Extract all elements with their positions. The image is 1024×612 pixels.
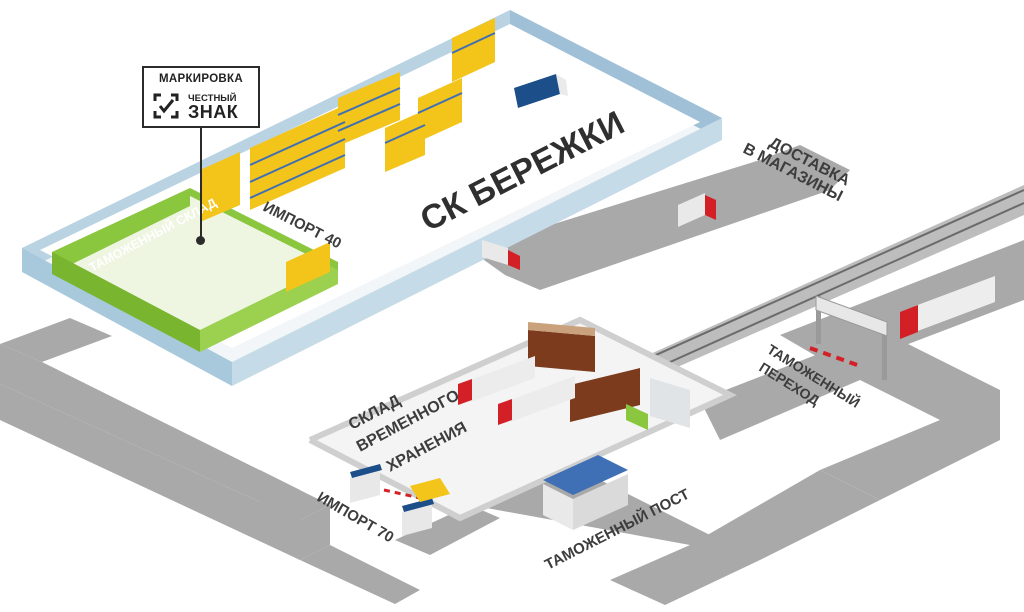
crossing-truck [900, 276, 995, 339]
import-70-booths [350, 464, 450, 536]
temp-storage-yard [308, 316, 737, 522]
marking-callout: МАРКИРОВКА ЧЕСТНЫЙ ЗНАК [142, 66, 260, 128]
customs-warehouse-zone [52, 188, 338, 352]
road-network [0, 145, 1024, 605]
delivery-truck-1 [678, 193, 716, 227]
customs-post [543, 455, 628, 530]
callout-brand-main: ЗНАК [188, 102, 239, 122]
yard-truck-2 [498, 376, 575, 425]
main-warehouse [22, 10, 722, 386]
callout-pointer-dot [196, 236, 205, 245]
yard-truck-1 [458, 356, 535, 405]
honest-sign-logo-icon [153, 93, 179, 119]
customs-crossing-gate [809, 295, 888, 380]
callout-title: МАРКИРОВКА [159, 73, 243, 85]
storage-racks [200, 18, 496, 292]
blue-truck [514, 74, 568, 108]
callout-pointer-line [200, 128, 202, 240]
callout-brand-top: ЧЕСТНЫЙ [188, 93, 237, 104]
delivery-truck-2 [482, 240, 520, 270]
